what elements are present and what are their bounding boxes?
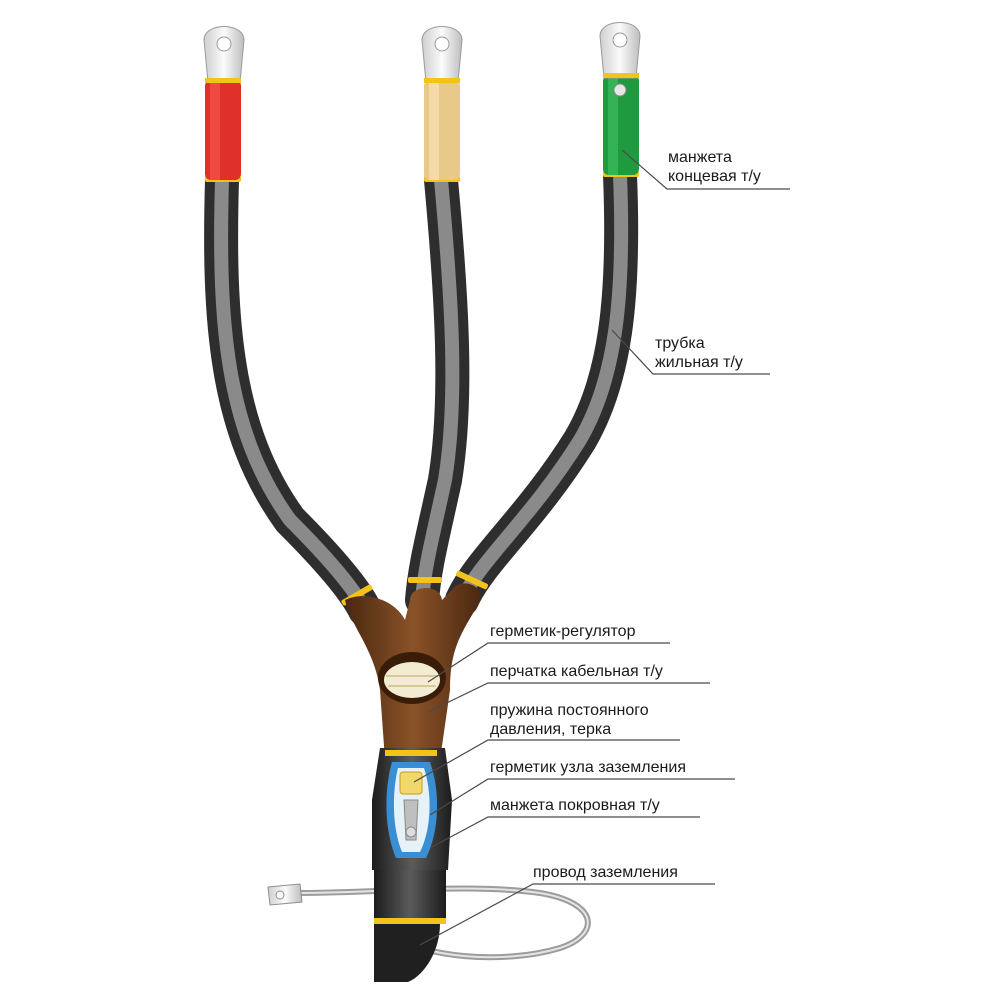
glove-band [385,750,437,756]
leader-sealant-regulator [427,642,670,683]
spring-grater [399,771,423,795]
label-core-tube-line2: жильная т/у [655,354,743,371]
label-sealant-regulator: герметик-регулятор [490,623,636,640]
core-tube-left [204,163,382,627]
lug-middle [421,26,463,83]
cable-glove [345,583,481,760]
cuff-green [603,75,639,175]
leader-end-cuff [621,149,790,190]
leader-cover-cuff [429,816,700,849]
label-end-cuff-line2: концевая т/у [668,168,761,185]
core-tubes [204,158,639,627]
leader-cable-glove [427,682,710,713]
label-cable-glove: перчатка кабельная т/у [490,663,663,680]
leader-spring [413,739,680,783]
leader-ground-sealant [429,778,735,816]
label-end-cuff-line1: манжета [668,149,732,166]
cable-core-bottom [374,924,440,982]
cuff-red [205,80,241,180]
end-cuffs [205,75,639,180]
ground-wire-lug [267,883,303,906]
leader-ground-wire [419,883,715,946]
leader-lines [413,149,790,946]
cutaway-interior [386,762,438,858]
cable-lugs [203,22,641,97]
label-core-tube-line1: трубка [655,335,705,352]
label-spring-line1: пружина постоянного [490,702,649,719]
label-ground-sealant: герметик узла заземления [490,759,686,776]
label-ground-wire: провод заземления [533,864,678,881]
leader-core-tube [611,329,770,375]
label-spring-line2: давления, терка [490,721,612,738]
lug-left [203,26,245,83]
lug-right [599,22,641,97]
label-cover-cuff: манжета покровная т/у [490,797,660,814]
